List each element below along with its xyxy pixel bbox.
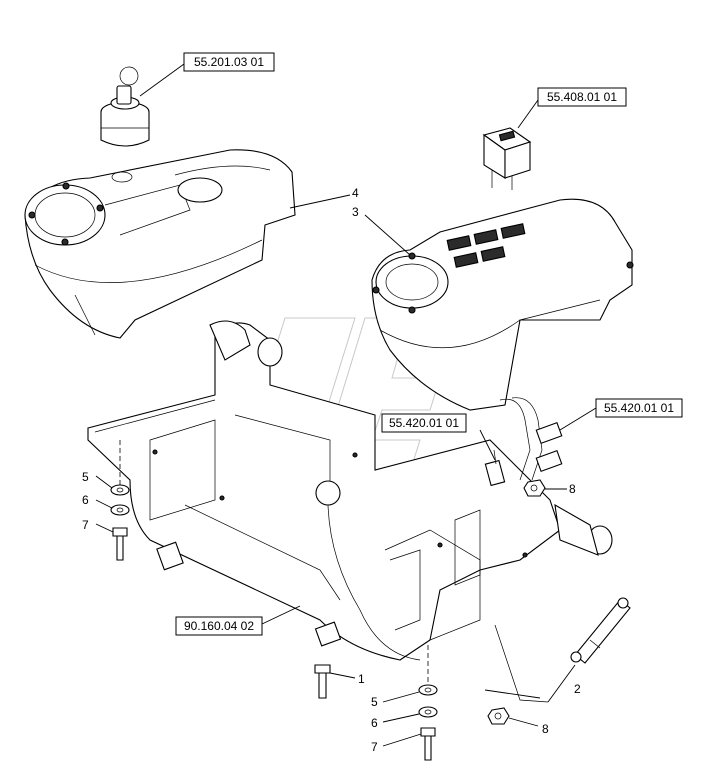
svg-text:55.408.01 01: 55.408.01 01: [547, 90, 617, 104]
bolt-left-7: [112, 527, 128, 561]
ref-box-frame[interactable]: 90.160.04 02: [175, 616, 263, 636]
left-console-cover: [24, 149, 296, 339]
gas-spring: [494, 597, 631, 703]
bolt-bottom-7: [420, 727, 436, 761]
callout-5-left: 5: [82, 470, 89, 484]
ref-box-connector-right[interactable]: 55.420.01 01: [595, 398, 683, 418]
callout-6-bottom: 6: [371, 716, 378, 730]
callout-3: 3: [352, 205, 359, 219]
callout-7-bottom: 7: [371, 740, 378, 754]
svg-text:55.420.01 01: 55.420.01 01: [389, 416, 459, 430]
callout-6-left: 6: [82, 493, 89, 507]
callout-4: 4: [352, 186, 359, 200]
callout-2: 2: [574, 682, 581, 696]
connector-left: [484, 449, 506, 487]
ref-box-rocker-switch[interactable]: 55.408.01 01: [537, 87, 627, 107]
rocker-switch: [482, 127, 532, 190]
console-frame: [87, 320, 613, 661]
right-console-cover: [371, 198, 634, 411]
svg-text:55.201.03 01: 55.201.03 01: [194, 55, 264, 69]
ref-box-connector-left[interactable]: 55.420.01 01: [381, 413, 467, 433]
svg-text:55.420.01 01: 55.420.01 01: [604, 401, 674, 415]
ref-box-ignition-switch[interactable]: 55.201.03 01: [183, 52, 275, 72]
nut-upper-8: [523, 479, 546, 497]
washer-bottom-6: [418, 706, 438, 718]
callout-8-lower: 8: [542, 722, 549, 736]
ignition-switch: [100, 66, 150, 147]
svg-text:90.160.04 02: 90.160.04 02: [184, 619, 254, 633]
connector-right: [499, 397, 563, 481]
callout-8-upper: 8: [569, 482, 576, 496]
washer-bottom-5: [418, 684, 438, 696]
nut-lower-8: [487, 707, 510, 725]
callout-7-left: 7: [82, 518, 89, 532]
washer-left-6: [110, 504, 130, 516]
washer-left-5: [110, 484, 130, 496]
bolt-bottom-1: [314, 664, 331, 699]
callout-5-bottom: 5: [371, 695, 378, 709]
callout-1: 1: [358, 672, 365, 686]
